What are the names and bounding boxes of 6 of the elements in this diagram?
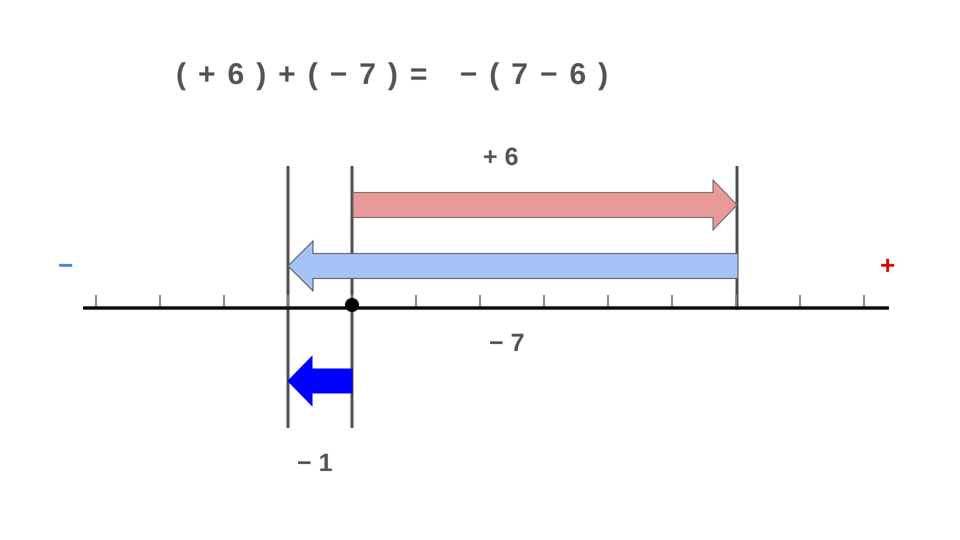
value-label: −1 [297,451,340,476]
sign-label: − [58,252,80,278]
value-label: +6 [483,145,526,170]
equation-title: (+6)+(−7)= −(7−6) [176,60,620,90]
value-label: −7 [489,331,532,356]
sign-label: + [880,252,902,278]
